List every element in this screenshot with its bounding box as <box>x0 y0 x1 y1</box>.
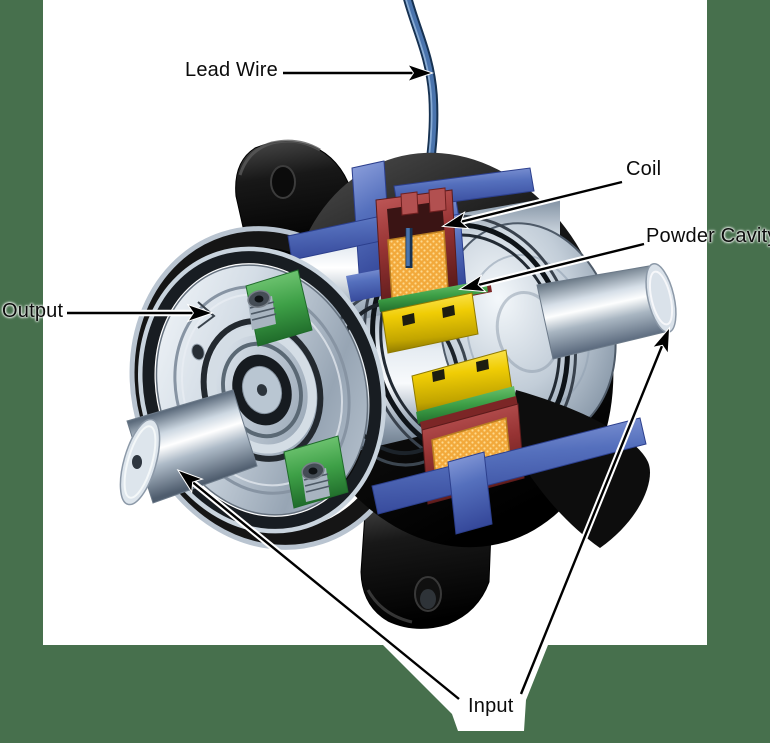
input-shaft <box>536 263 677 360</box>
housing-cut-blue-stub <box>447 451 493 535</box>
output-shaft <box>119 389 258 506</box>
cross-section-bottom <box>371 349 647 535</box>
callout-input-right <box>517 326 671 696</box>
housing-cut-blue-bar <box>371 417 647 515</box>
label-output: Output <box>2 300 64 322</box>
callout-input-left <box>176 469 462 702</box>
screw <box>247 290 277 330</box>
label-lead-wire: Lead Wire <box>185 59 278 81</box>
label-coil: Coil <box>626 158 662 180</box>
callout-output <box>67 303 215 323</box>
seal-green <box>378 280 488 312</box>
callout-lead-wire <box>283 63 435 83</box>
bobbin-lip <box>428 187 447 213</box>
callouts <box>67 63 671 702</box>
bobbin-red-strip <box>420 396 518 432</box>
screw <box>301 462 331 502</box>
center-hole <box>132 455 142 469</box>
callout-powder-cavity <box>457 240 645 293</box>
housing-front-edge <box>506 390 650 548</box>
bobbin-lip <box>400 191 419 216</box>
label-input: Input <box>468 695 514 717</box>
flange-notch <box>197 301 216 329</box>
label-powder-cavity: Powder Cavity <box>646 225 770 247</box>
cross-section-top <box>287 160 535 354</box>
flange-small-hole <box>191 343 205 361</box>
callout-coil <box>440 178 623 230</box>
seal-green <box>416 386 516 424</box>
bolt-hole <box>270 165 296 199</box>
